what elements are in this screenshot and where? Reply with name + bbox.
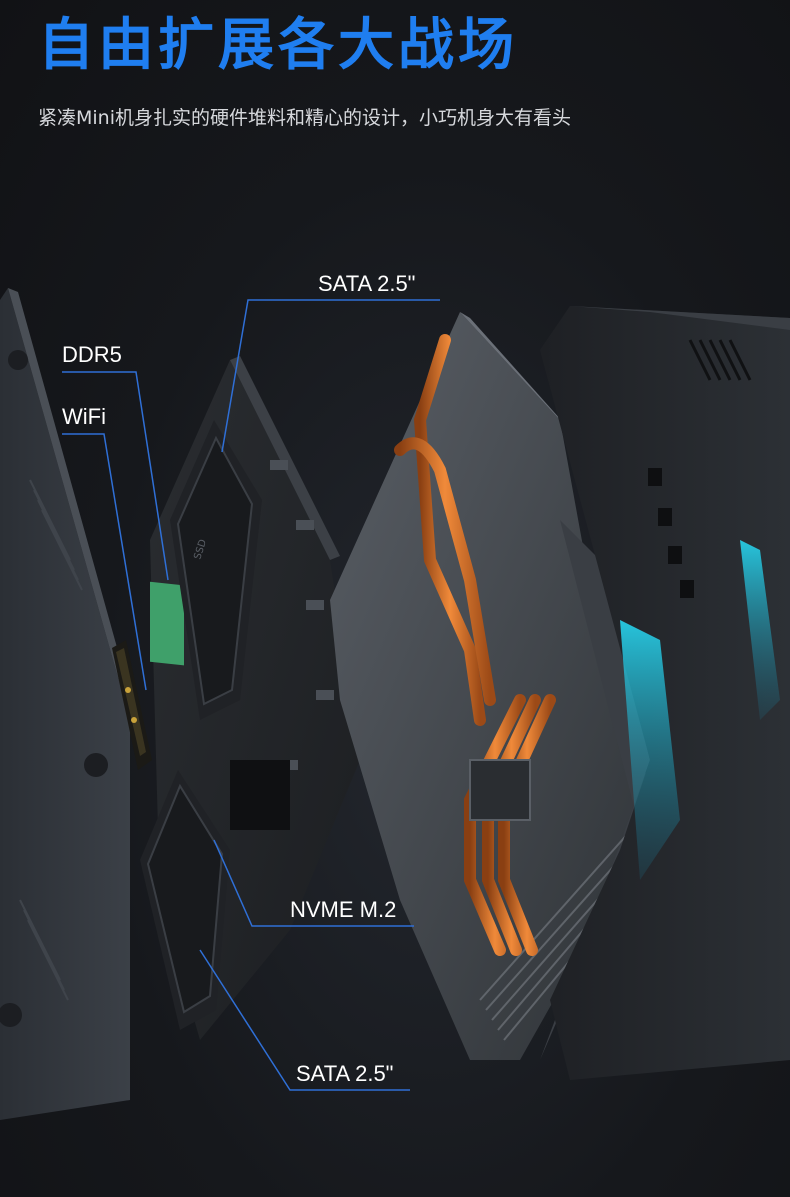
ssd-top: SSD — [170, 420, 262, 720]
callout-wifi: WiFi — [62, 404, 106, 429]
callout-nvme: NVME M.2 — [290, 897, 397, 922]
callout-sata-top: SATA 2.5" — [318, 271, 416, 296]
bottom-plate — [0, 288, 140, 1120]
page-subtitle: 紧凑Mini机身扎实的硬件堆料和精心的设计，小巧机身大有看头 — [38, 107, 571, 129]
case-shell — [540, 306, 790, 1080]
wifi-card — [112, 640, 152, 770]
callout-ddr5: DDR5 — [62, 342, 122, 367]
leader-lines — [62, 299, 440, 1091]
page-title: 自由扩展各大战场 — [38, 13, 518, 78]
callout-sata-bottom: SATA 2.5" — [296, 1061, 394, 1086]
